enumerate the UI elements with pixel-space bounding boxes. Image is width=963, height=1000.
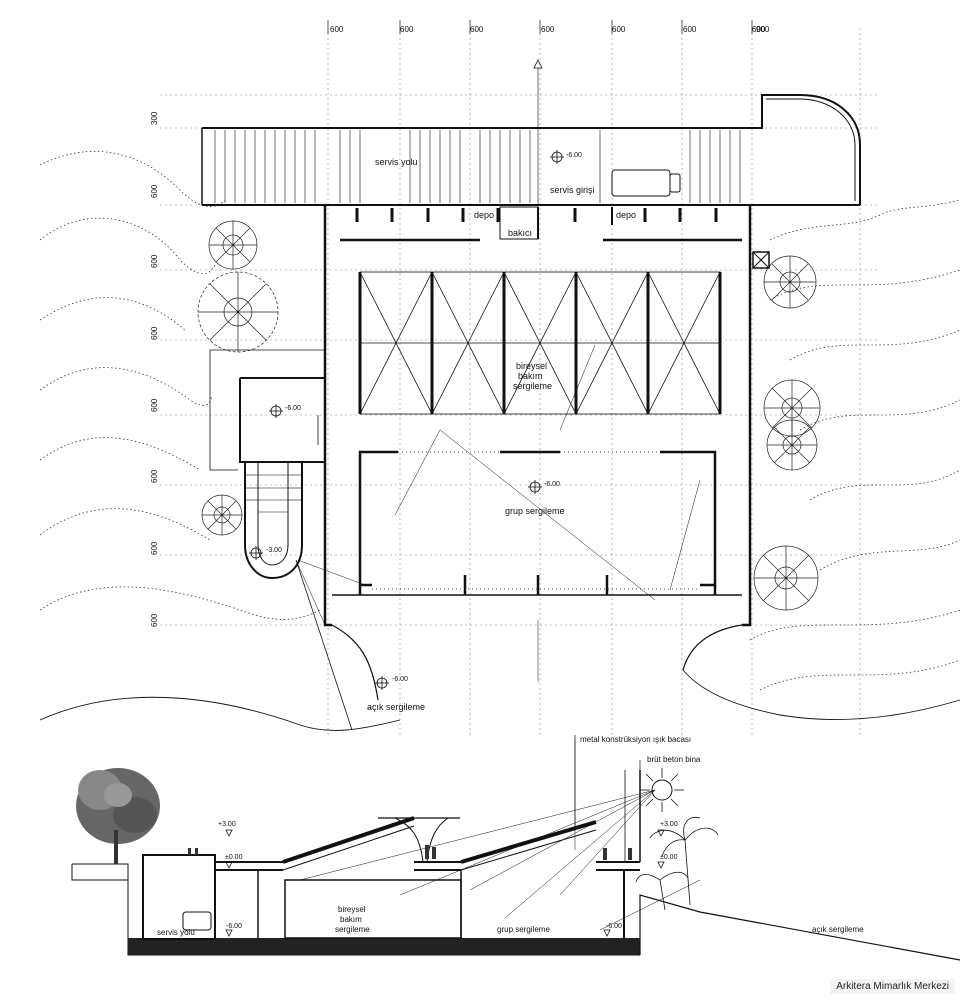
level-sec-zero-right: ±0.00	[660, 854, 678, 861]
truck-plan	[611, 169, 681, 197]
label-servis-girisi: servis girişi	[550, 185, 595, 195]
level-sec-plus-right: +3.00	[660, 821, 678, 828]
level-acik: -6.00	[392, 676, 408, 683]
level-sec-m6-left: -6.00	[226, 923, 242, 930]
dim-top-4: 600	[541, 25, 555, 34]
dim-top-1: 600	[330, 25, 344, 34]
level-stair: -3.00	[266, 547, 282, 554]
label-grup: grup sergileme	[505, 506, 565, 516]
level-sec-zero-left: ±0.00	[225, 854, 243, 861]
label-sec-bireysel-3: sergileme	[335, 925, 370, 934]
dim-side-6: 600	[150, 469, 159, 483]
dim-top-5: 600	[612, 25, 626, 34]
level-markers-plan	[249, 150, 564, 690]
tree-plan-3	[201, 494, 243, 536]
dim-side-5: 600	[150, 398, 159, 412]
top-dimensions: 600 600 600 600 600 600 600 900	[330, 25, 770, 34]
dim-side-8: 600	[150, 613, 159, 627]
side-dimensions: 300 600 600 600 600 600 600 600	[150, 111, 159, 627]
dim-top-8: 900	[756, 25, 770, 34]
dim-side-2: 600	[150, 184, 159, 198]
north-arrow	[533, 59, 543, 69]
plan-labels: servis yolu servis girişi depo depo bakı…	[367, 157, 636, 712]
level-grup: -6.00	[544, 481, 560, 488]
label-sec-servis-yolu: servis yolu	[157, 928, 195, 937]
tree-section-icon	[76, 768, 160, 864]
palm-tree-icon	[635, 816, 719, 911]
level-lobby: -6.00	[285, 405, 301, 412]
label-sec-acik: açık sergileme	[812, 925, 864, 934]
building-plan	[39, 204, 961, 731]
tree-plan-7	[753, 545, 819, 611]
level-sec-m6-right: -6.00	[606, 923, 622, 930]
label-bireysel-1: bireysel	[516, 361, 547, 371]
label-bireysel-3: sergileme	[513, 381, 552, 391]
dim-top-6: 600	[683, 25, 697, 34]
label-bakici: bakıcı	[508, 228, 532, 238]
section-drawing	[71, 735, 961, 961]
tree-plan-1	[208, 220, 258, 270]
tree-plan-4	[763, 255, 817, 309]
label-depo-left: depo	[474, 210, 494, 220]
grid-ticks	[327, 20, 753, 34]
label-bireysel-2: bakım	[518, 371, 543, 381]
dim-top-2: 600	[400, 25, 414, 34]
section-foundation	[128, 938, 640, 955]
dim-top-3: 600	[470, 25, 484, 34]
credit-watermark: Arkitera Mimarlık Merkezi	[830, 979, 955, 994]
people-figures	[188, 845, 632, 860]
plan-trees	[197, 220, 821, 611]
label-sec-grup: grup sergileme	[497, 925, 550, 934]
level-servis: -6.00	[566, 152, 582, 159]
plan-levels: -6.00 -6.00 -6.00 -6.00 -3.00	[266, 152, 582, 683]
sun-icon	[640, 768, 684, 812]
dim-side-1: 300	[150, 111, 159, 125]
dim-top-7: 600	[752, 25, 766, 34]
section-levels: +3.00 ±0.00 -6.00 +3.00 ±0.00 -6.00	[218, 821, 678, 930]
car-section	[182, 911, 212, 931]
road-hatch	[214, 130, 741, 203]
dim-side-4: 600	[150, 326, 159, 340]
label-sec-bireysel-1: bireysel	[338, 905, 366, 914]
label-acik: açık sergileme	[367, 702, 425, 712]
tree-plan-2	[197, 271, 279, 353]
label-metal: metal konstrüksiyon ışık bacası	[580, 735, 691, 744]
dim-side-7: 600	[150, 541, 159, 555]
section-labels: metal konstrüksiyon ışık bacası brüt bet…	[157, 735, 864, 937]
dim-side-3: 600	[150, 254, 159, 268]
label-servis-yolu: servis yolu	[375, 157, 418, 167]
tree-plan-6	[766, 419, 818, 471]
service-road	[201, 59, 861, 206]
label-sec-bireysel-2: bakım	[340, 915, 362, 924]
label-brut: brüt beton bina	[647, 755, 701, 764]
label-depo-right: depo	[616, 210, 636, 220]
level-sec-plus-left: +3.00	[218, 821, 236, 828]
